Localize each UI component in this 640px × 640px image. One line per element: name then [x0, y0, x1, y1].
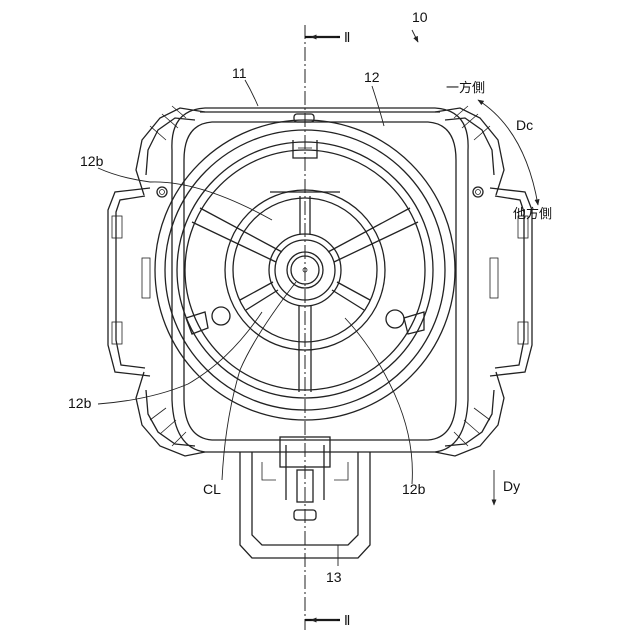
label-housing: 11	[232, 65, 247, 81]
label-spoke-upper-left: 12b	[80, 153, 104, 169]
label-other-side: 他方側	[513, 206, 552, 221]
section-mark-bottom: Ⅱ	[305, 613, 350, 628]
label-spoke-lower-left: 12b	[68, 395, 92, 411]
label-connector: 13	[326, 569, 342, 585]
label-spoke-lower-right: 12b	[402, 481, 426, 497]
dc-direction-arrow	[478, 100, 538, 205]
section-top-label: Ⅱ	[344, 30, 350, 45]
label-dy: Dy	[503, 478, 520, 494]
label-assembly: 10	[412, 9, 428, 25]
section-bottom-label: Ⅱ	[344, 613, 350, 628]
section-mark-top: Ⅱ	[305, 30, 350, 45]
label-one-side: 一方側	[446, 80, 485, 95]
label-cover: 12	[364, 69, 380, 85]
label-dc: Dc	[516, 117, 533, 133]
label-center-line: CL	[203, 481, 221, 497]
